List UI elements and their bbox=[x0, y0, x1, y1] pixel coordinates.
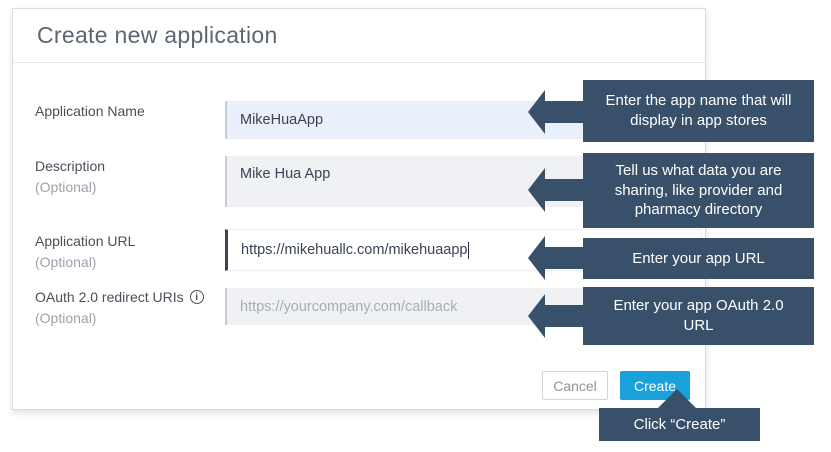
oauth-optional-label: (Optional) bbox=[35, 310, 97, 326]
application-url-value: https://mikehuallc.com/mikehuaapp bbox=[241, 242, 468, 258]
description-value: Mike Hua App bbox=[240, 166, 331, 182]
dialog-title: Create new application bbox=[37, 22, 278, 48]
cancel-button[interactable]: Cancel bbox=[542, 371, 608, 400]
text-caret bbox=[468, 241, 470, 259]
application-url-optional-label: (Optional) bbox=[35, 254, 97, 270]
dialog-header: Create new application bbox=[13, 9, 705, 63]
left-arrow-icon bbox=[528, 294, 583, 338]
oauth-placeholder: https://yourcompany.com/callback bbox=[240, 298, 458, 315]
left-arrow-icon bbox=[528, 168, 583, 212]
up-arrow-icon bbox=[656, 389, 698, 410]
application-name-label: Application Name bbox=[35, 103, 145, 119]
callout-app-url: Enter your app URL bbox=[583, 238, 814, 279]
callout-description: Tell us what data you are sharing, like … bbox=[583, 153, 814, 228]
callout-app-name: Enter the app name that will display in … bbox=[583, 80, 814, 142]
application-url-label: Application URL bbox=[35, 233, 136, 249]
description-optional-label: (Optional) bbox=[35, 179, 97, 195]
left-arrow-icon bbox=[528, 236, 583, 280]
callout-oauth-url: Enter your app OAuth 2.0 URL bbox=[583, 287, 814, 345]
oauth-redirect-label: OAuth 2.0 redirect URIs i bbox=[35, 289, 204, 305]
application-name-value: MikeHuaApp bbox=[240, 112, 324, 128]
callout-click-create: Click “Create” bbox=[599, 408, 760, 441]
info-icon[interactable]: i bbox=[189, 290, 204, 304]
description-label: Description bbox=[35, 158, 106, 174]
left-arrow-icon bbox=[528, 90, 583, 134]
